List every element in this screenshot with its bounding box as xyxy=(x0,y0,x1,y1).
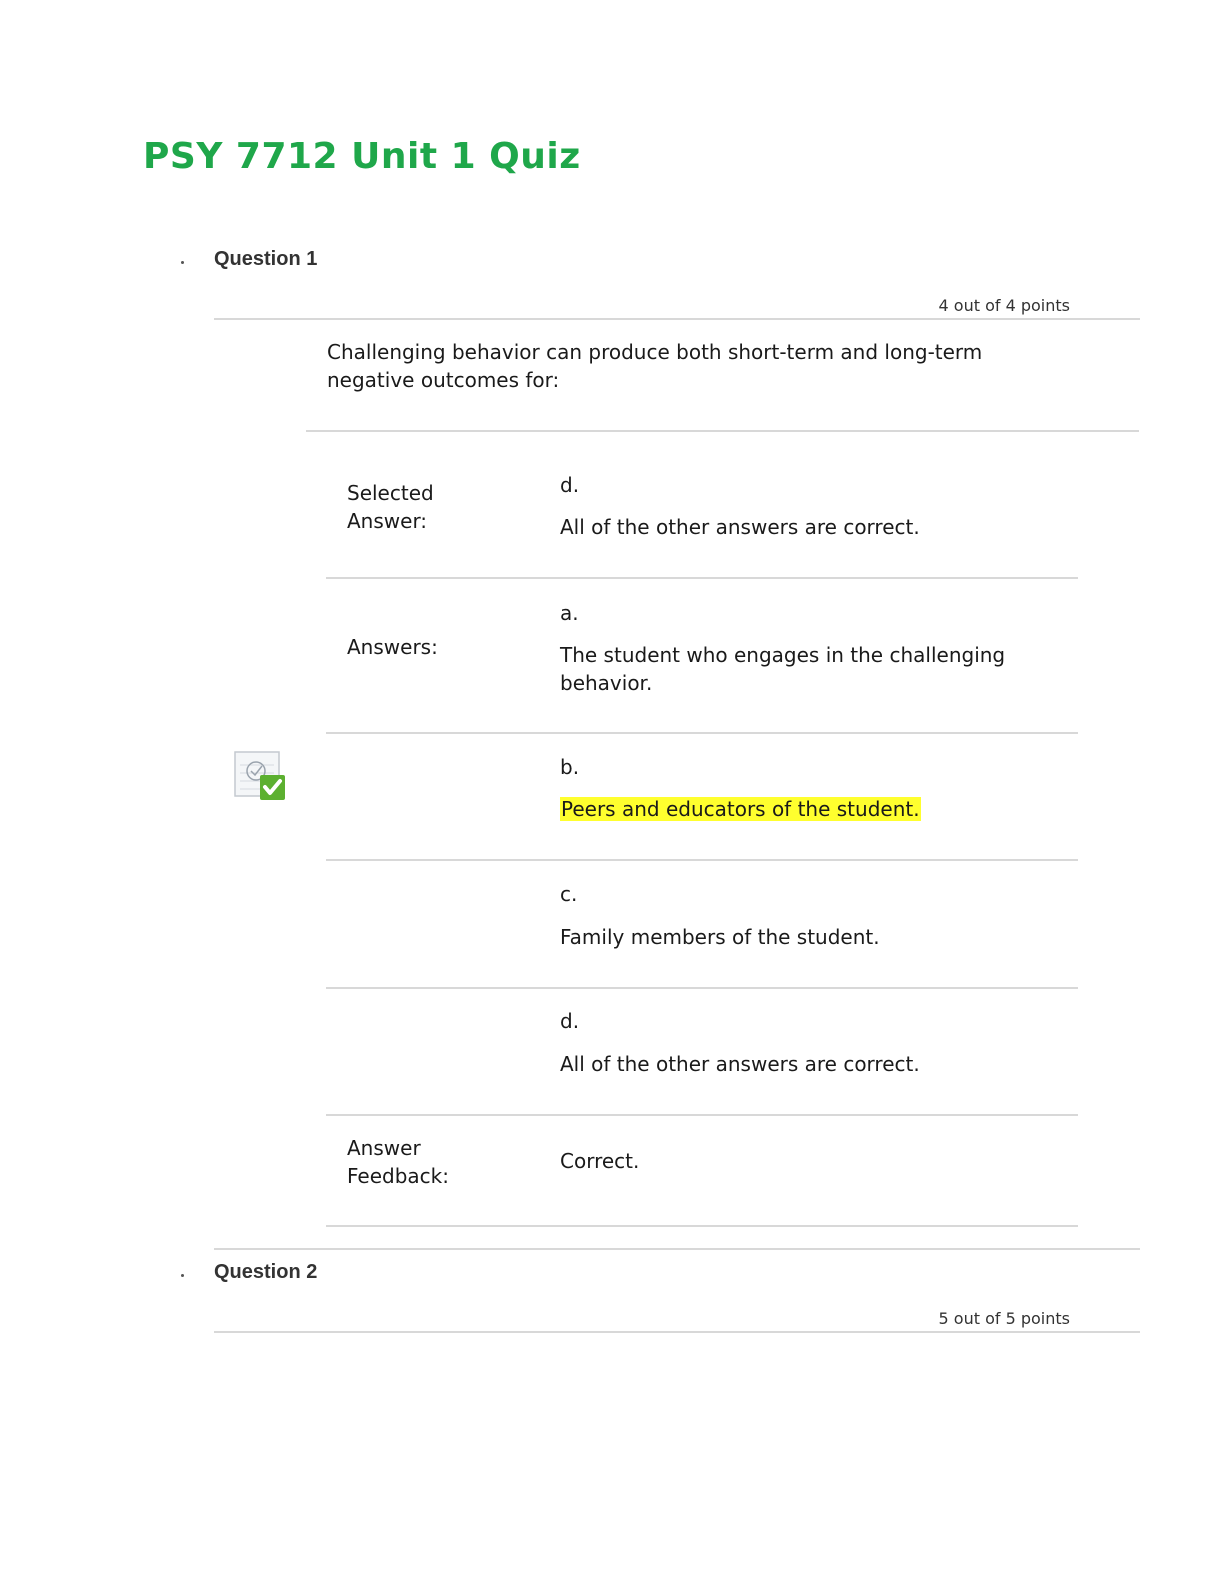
question-1-bullet xyxy=(181,261,184,264)
answer-feedback-label: Answer Feedback: xyxy=(347,1134,449,1190)
answer-b-text: Peers and educators of the student. xyxy=(560,795,921,823)
selected-answer-label-line-2: Answer: xyxy=(347,509,428,533)
answer-a-text-line-1: The student who engages in the challengi… xyxy=(560,643,1006,667)
answer-a-text-line-2: behavior. xyxy=(560,671,653,695)
correct-check-icon xyxy=(234,751,285,800)
answer-c-divider xyxy=(326,987,1078,989)
answer-b-highlighted-text: Peers and educators of the student. xyxy=(560,797,921,821)
answer-d-letter: d. xyxy=(560,1009,580,1033)
question-2-heading: Question 2 xyxy=(214,1261,318,1283)
answer-a-letter: a. xyxy=(560,601,579,625)
answer-c-text: Family members of the student. xyxy=(560,925,880,949)
answer-d-divider xyxy=(326,1114,1078,1116)
selected-answer-divider xyxy=(326,577,1078,579)
answer-c-letter: c. xyxy=(560,882,578,906)
feedback-divider xyxy=(326,1225,1078,1227)
selected-answer-letter: d. xyxy=(560,473,580,497)
selected-answer-label: Selected Answer: xyxy=(347,479,434,535)
page-title: PSY 7712 Unit 1 Quiz xyxy=(143,136,581,177)
answer-feedback-label-line-2: Feedback: xyxy=(347,1164,449,1188)
question-1-end-divider xyxy=(214,1248,1140,1250)
question-2-divider xyxy=(214,1331,1140,1333)
prompt-divider xyxy=(306,430,1139,432)
question-1-divider xyxy=(214,318,1140,320)
answer-a-text: The student who engages in the challengi… xyxy=(560,641,1070,697)
answer-feedback-text: Correct. xyxy=(560,1149,640,1173)
question-1-prompt: Challenging behavior can produce both sh… xyxy=(327,338,1107,394)
question-2-bullet xyxy=(181,1274,184,1277)
question-1-heading: Question 1 xyxy=(214,248,318,270)
answer-b-divider xyxy=(326,859,1078,861)
answer-d-text: All of the other answers are correct. xyxy=(560,1052,920,1076)
question-1-prompt-line-1: Challenging behavior can produce both sh… xyxy=(327,340,983,364)
selected-answer-text: All of the other answers are correct. xyxy=(560,515,920,539)
question-1-prompt-line-2: negative outcomes for: xyxy=(327,368,560,392)
answers-label: Answers: xyxy=(347,635,438,659)
answer-feedback-label-line-1: Answer xyxy=(347,1136,421,1160)
selected-answer-label-line-1: Selected xyxy=(347,481,434,505)
question-1-points: 4 out of 4 points xyxy=(938,296,1070,315)
question-2-points: 5 out of 5 points xyxy=(938,1309,1070,1328)
answer-a-divider xyxy=(326,732,1078,734)
answer-b-letter: b. xyxy=(560,755,580,779)
